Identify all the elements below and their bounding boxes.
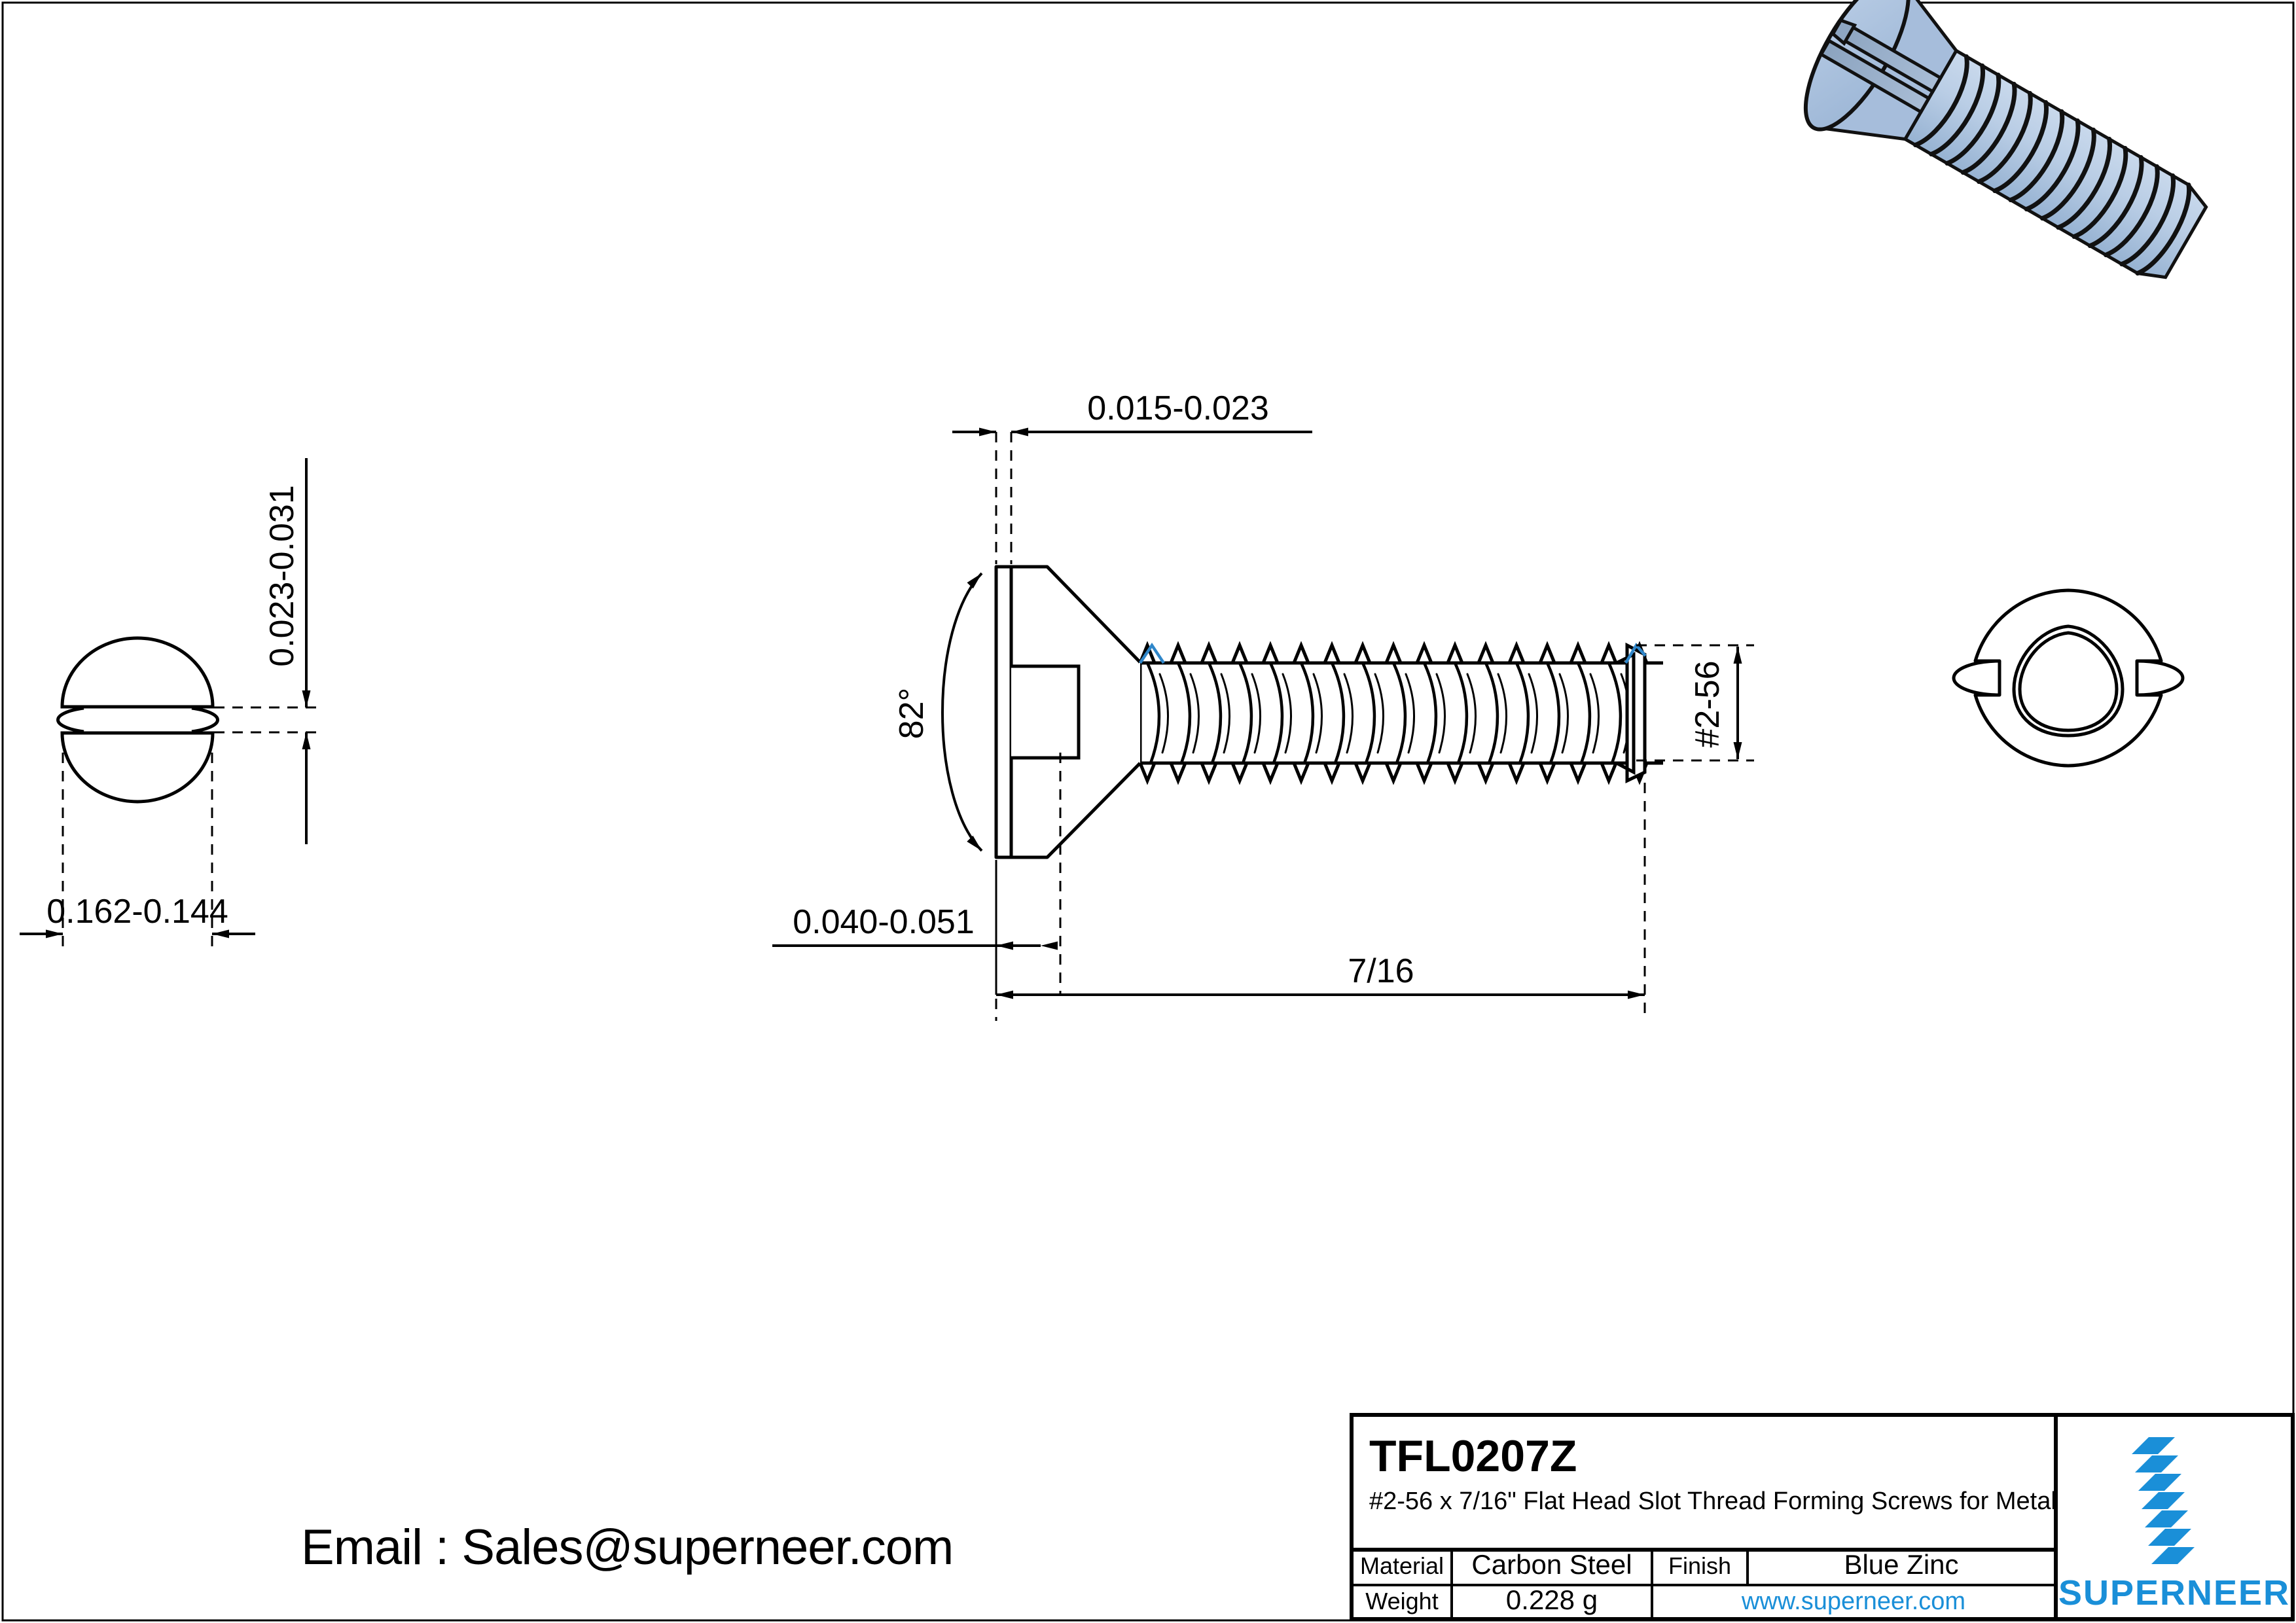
dim-slot-width-label: 0.015-0.023 — [1087, 389, 1269, 427]
dim-countersink-angle: 82° — [893, 572, 983, 852]
head-end-view: 0.023-0.031 0.162-0.144 — [20, 458, 321, 952]
ext-lines-slot-width — [995, 432, 1013, 564]
dim-thread-size: #2-56 — [1689, 647, 1742, 759]
dim-head-diameter-label: 0.162-0.144 — [46, 893, 228, 931]
finish-value: Blue Zinc — [1844, 1549, 1958, 1580]
brand-name: SUPERNEER — [2058, 1573, 2290, 1613]
weight-value: 0.228 g — [1506, 1584, 1598, 1615]
superneer-logo-icon: SUPERNEER — [2058, 1437, 2290, 1613]
dim-head-height: 0.040-0.051 — [772, 903, 1058, 950]
thread-crests-bottom — [1138, 761, 1663, 785]
ext-lines-length — [995, 783, 1646, 1021]
thread-crests-top — [1138, 641, 1663, 665]
dim-length-label: 7/16 — [1348, 952, 1414, 990]
dim-head-diameter: 0.162-0.144 — [20, 893, 255, 938]
point-end-view — [1952, 588, 2185, 768]
finish-label: Finish — [1668, 1552, 1731, 1579]
dim-slot-depth: 0.023-0.031 — [263, 458, 311, 844]
part-description: #2-56 x 7/16" Flat Head Slot Thread Form… — [1369, 1488, 2056, 1515]
screw-3d-render — [1803, 0, 2208, 279]
website-link: www.superneer.com — [1741, 1588, 1965, 1615]
email-text: Email : Sales@superneer.com — [301, 1520, 953, 1575]
email-line: Email : Sales@superneer.com — [301, 1520, 954, 1575]
dim-slot-width: 0.015-0.023 — [952, 389, 1312, 437]
material-label: Material — [1360, 1552, 1444, 1579]
part-number: TFL0207Z — [1369, 1431, 1577, 1481]
dim-length: 7/16 — [996, 952, 1645, 999]
material-value: Carbon Steel — [1471, 1549, 1632, 1580]
ext-lines-thread-dia — [1636, 644, 1754, 762]
dim-thread-size-label: #2-56 — [1689, 661, 1727, 748]
title-block: TFL0207Z #2-56 x 7/16" Flat Head Slot Th… — [1350, 1413, 2295, 1621]
dim-head-height-label: 0.040-0.051 — [793, 903, 975, 941]
side-section-view: 0.015-0.023 82° 0.040-0.051 — [772, 389, 1754, 1021]
dim-angle-label: 82° — [893, 688, 931, 740]
weight-label: Weight — [1365, 1588, 1438, 1614]
dim-slot-depth-label: 0.023-0.031 — [263, 485, 301, 667]
